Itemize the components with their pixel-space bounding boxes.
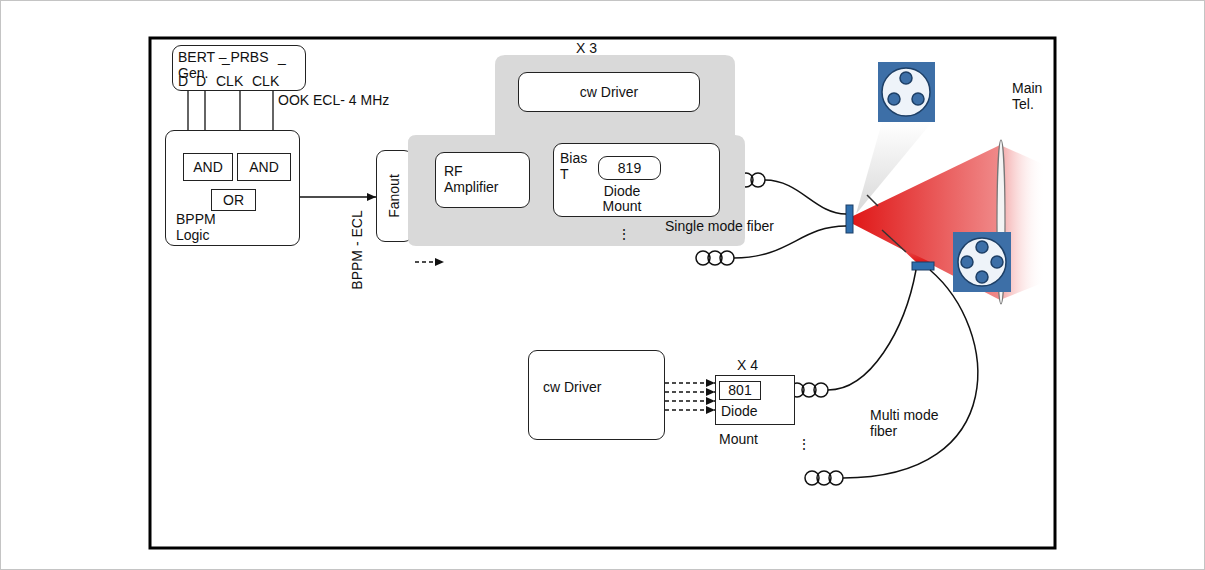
node-text: X 4 [737, 357, 758, 373]
fiber-label: Single mode fiber [665, 218, 774, 234]
laser-beam [853, 145, 1000, 300]
signal-arrow [665, 400, 715, 401]
signal-note: BPPM - ECL [349, 205, 365, 295]
driver-box: cw Driver [528, 350, 665, 440]
node-text: BPPM Logic [176, 211, 226, 243]
node-text: cw Driver [543, 379, 601, 395]
gate-box: AND [237, 153, 291, 181]
gate-box: AND [183, 153, 233, 181]
node-text: Fanout [386, 156, 402, 236]
diode-mount-box: Bias TDiode Mount 819 [553, 143, 720, 217]
fiber-bundle-icon [953, 232, 1011, 292]
signal-arrow [665, 382, 715, 383]
ellipsis: ⋮ [797, 436, 811, 452]
signal-note: OOK ECL- 4 MHz [278, 92, 389, 108]
driver-box: cw Driver [518, 72, 700, 112]
logic-box: BPPM Logic AND AND OR [165, 130, 300, 246]
signal-name: D [178, 73, 188, 89]
collimator [846, 205, 853, 233]
node-text: X 3 [576, 40, 597, 56]
node-text: AND [238, 159, 290, 175]
amplifier-box: RF Amplifier [435, 152, 530, 208]
signal-name: CLK [252, 73, 279, 89]
node-text: Mount [719, 431, 758, 447]
node-text: 801 [720, 382, 760, 398]
overbar: _ [278, 49, 286, 65]
node-text: Diode [721, 403, 758, 419]
diode-box: 819 [598, 156, 661, 180]
fiber-label: Multi mode fiber [870, 407, 948, 439]
mirror [867, 195, 878, 206]
diode-box: 801 [719, 381, 761, 400]
signal-arrow [665, 409, 715, 410]
laser-beam [886, 234, 930, 262]
mirror [882, 230, 906, 252]
node-text: cw Driver [519, 84, 699, 100]
fiber-bundle-icon [878, 62, 935, 122]
frame [150, 38, 1055, 548]
telescope-label: Main Tel. [1012, 80, 1052, 112]
node-text: AND [184, 159, 232, 175]
fanout-box: Fanout [376, 150, 413, 242]
node-text: 819 [599, 160, 660, 176]
node-text: RF Amplifier [444, 163, 514, 195]
signal-name: D [196, 73, 206, 89]
overbar: _ [222, 49, 230, 65]
diode-mount-box: X 4 DiodeMount 801 [715, 345, 799, 450]
group-band: X 3 cw Driver RF Amplifier Bias TDiode Moun… [408, 40, 748, 248]
signal-arrow [665, 391, 715, 392]
gate-box: OR [211, 189, 256, 211]
node-text: Bias T [560, 150, 596, 182]
collimator [912, 262, 934, 270]
signal-name: CLK [216, 73, 243, 89]
node-text: Diode Mount [592, 184, 652, 214]
node-text: OR [212, 192, 255, 208]
ellipsis: ⋮ [617, 226, 631, 242]
